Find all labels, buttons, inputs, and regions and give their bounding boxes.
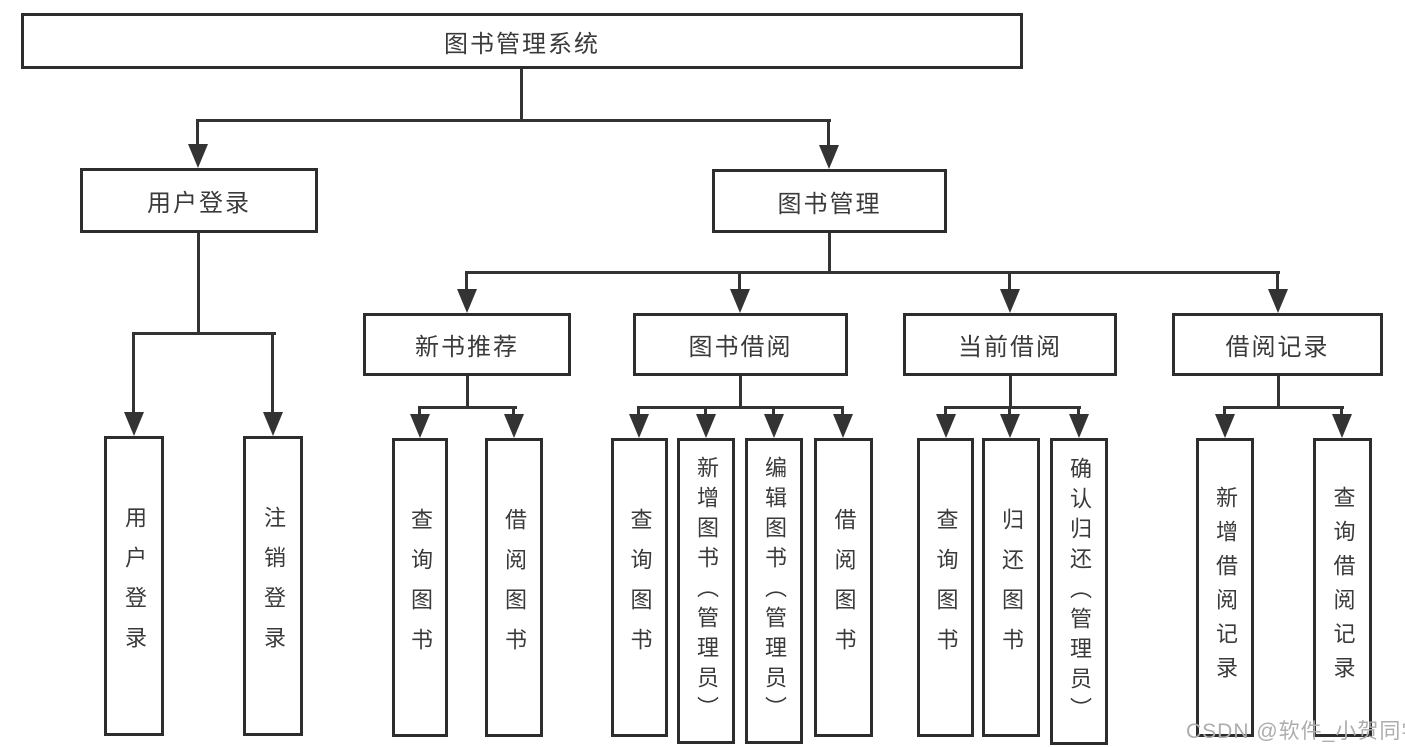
arrow-to-br-query-record <box>1332 406 1352 438</box>
leaf-nb-query-books-label: 查询图书 <box>408 507 433 668</box>
node-book-management: 图书管理 <box>712 169 947 233</box>
leaf-logout: 注销登录 <box>243 436 303 736</box>
connector-trunk-new-book-recommend <box>466 376 469 408</box>
connector-trunk-current-borrowing <box>1009 376 1012 408</box>
leaf-nb-borrow-books: 借阅图书 <box>485 438 543 737</box>
connector-branch-current-borrowing <box>944 406 1081 409</box>
connector-trunk-book-borrowing <box>739 376 742 408</box>
csdn-watermark: CSDN @软件_小贺同学 <box>1186 720 1405 743</box>
node-book-borrowing: 图书借阅 <box>633 313 848 376</box>
arrow-to-leaf-user-login <box>124 332 144 436</box>
node-user-login-label: 用户登录 <box>147 190 251 217</box>
connector-trunk-root <box>520 69 523 121</box>
arrow-to-bb-add-books <box>696 406 716 438</box>
leaf-cb-return-books: 归还图书 <box>982 438 1040 737</box>
leaf-br-query-record-label: 查询借阅记录 <box>1330 485 1356 690</box>
node-user-login: 用户登录 <box>80 168 318 233</box>
node-current-borrowing: 当前借阅 <box>903 313 1117 376</box>
connector-branch-root <box>197 119 831 122</box>
leaf-logout-label: 注销登录 <box>261 506 286 666</box>
arrow-to-book-borrowing <box>730 271 750 313</box>
node-borrowing-records: 借阅记录 <box>1172 313 1383 376</box>
connector-branch-new-book-recommend <box>419 406 517 409</box>
arrow-to-user-login <box>188 119 208 168</box>
leaf-nb-borrow-books-label: 借阅图书 <box>502 507 527 668</box>
leaf-br-add-record-label: 新增借阅记录 <box>1213 485 1238 690</box>
leaf-bb-borrow-books: 借阅图书 <box>814 438 873 737</box>
arrow-to-bb-borrow-books <box>833 406 853 438</box>
connector-trunk-book-management <box>828 233 831 273</box>
leaf-bb-edit-books-admin: 编辑图书（管理员） <box>745 438 803 744</box>
arrow-to-book-management <box>819 119 839 169</box>
leaf-bb-borrow-books-label: 借阅图书 <box>831 507 857 668</box>
arrow-to-bb-edit-books <box>764 406 784 438</box>
leaf-cb-query-books: 查询图书 <box>917 438 974 737</box>
arrow-to-leaf-logout <box>263 332 283 436</box>
node-new-book-recommend-label: 新书推荐 <box>415 334 519 361</box>
connector-trunk-user-login <box>197 233 200 334</box>
leaf-user-login: 用户登录 <box>104 436 164 736</box>
leaf-br-query-record: 查询借阅记录 <box>1313 438 1372 737</box>
arrow-to-cb-query-books <box>936 406 956 438</box>
connector-branch-book-management <box>466 271 1280 274</box>
arrow-to-cb-confirm-return <box>1069 406 1089 438</box>
leaf-nb-query-books: 查询图书 <box>392 438 448 737</box>
node-library-management-system: 图书管理系统 <box>21 13 1023 69</box>
arrow-to-new-book-recommend <box>457 271 477 313</box>
node-new-book-recommend: 新书推荐 <box>363 313 571 376</box>
arrow-to-br-add-record <box>1215 406 1235 438</box>
arrow-to-nb-query-books <box>410 406 430 438</box>
node-book-management-label: 图书管理 <box>777 190 882 218</box>
node-current-borrowing-label: 当前借阅 <box>958 334 1062 361</box>
node-library-management-system-label: 图书管理系统 <box>444 30 600 58</box>
arrow-to-cb-return-books <box>1000 406 1020 438</box>
leaf-cb-query-books-label: 查询图书 <box>933 507 959 668</box>
leaf-user-login-label: 用户登录 <box>122 506 147 666</box>
connector-trunk-borrowing-records <box>1277 376 1280 408</box>
arrow-to-bb-query-books <box>629 406 649 438</box>
leaf-cb-return-books-label: 归还图书 <box>999 507 1024 668</box>
leaf-bb-add-books-admin-label: 新增图书（管理员） <box>694 456 719 726</box>
connector-branch-user-login <box>133 332 276 335</box>
connector-branch-borrowing-records <box>1223 406 1344 409</box>
leaf-br-add-record: 新增借阅记录 <box>1196 438 1254 737</box>
leaf-cb-confirm-return-admin: 确认归还（管理员） <box>1050 438 1108 745</box>
leaf-cb-confirm-return-admin-label: 确认归还（管理员） <box>1067 456 1092 727</box>
leaf-bb-query-books: 查询图书 <box>611 438 668 737</box>
leaf-bb-query-books-label: 查询图书 <box>627 507 653 668</box>
node-book-borrowing-label: 图书借阅 <box>688 334 793 361</box>
arrow-to-nb-borrow-books <box>504 406 524 438</box>
connector-branch-book-borrowing <box>638 406 844 409</box>
node-borrowing-records-label: 借阅记录 <box>1225 334 1330 361</box>
leaf-bb-edit-books-admin-label: 编辑图书（管理员） <box>762 456 787 726</box>
leaf-bb-add-books-admin: 新增图书（管理员） <box>677 438 735 744</box>
arrow-to-borrowing-records <box>1268 271 1288 313</box>
arrow-to-current-borrowing <box>1000 271 1020 313</box>
